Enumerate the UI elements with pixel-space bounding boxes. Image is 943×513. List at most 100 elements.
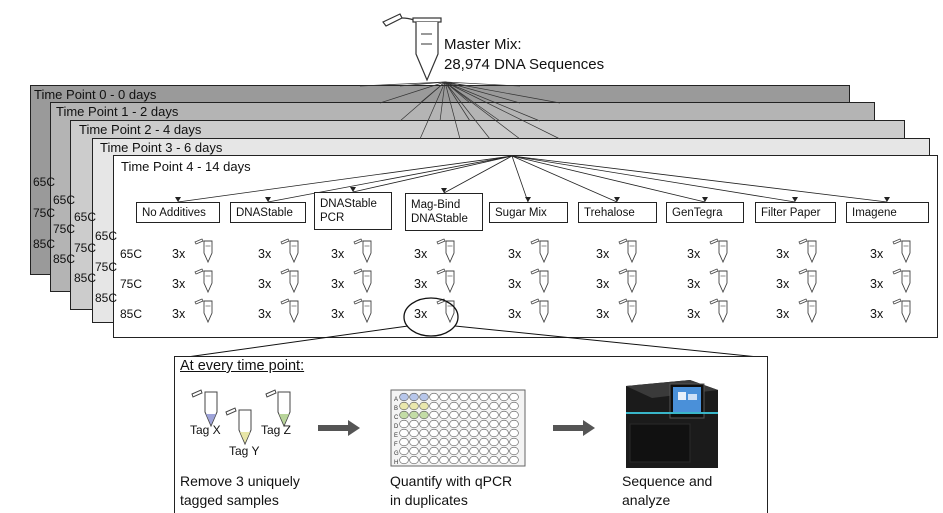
temp-label-65: 65C: [120, 247, 143, 261]
temp-label-85: 85C: [120, 307, 143, 321]
tag-z-label: Tag Z: [261, 423, 292, 437]
plate-row-label: D: [394, 424, 399, 430]
sample-tube-icon: [709, 298, 728, 324]
master-mix-subtitle: 28,974 DNA Sequences: [444, 56, 605, 73]
time-point-2-label: Time Point 2 - 4 days: [79, 122, 202, 137]
sample-tube-icon: [892, 238, 911, 264]
replicate-count-2-7: 3x: [776, 307, 790, 321]
replicate-count-1-2: 3x: [331, 277, 345, 291]
sample-tube-icon: [194, 268, 213, 294]
tagged-tubes-icon: [191, 389, 291, 446]
replicate-count-2-3: 3x: [414, 307, 428, 321]
sample-tube-icon: [436, 238, 455, 264]
replicate-count-0-5: 3x: [596, 247, 610, 261]
tag-y-label: Tag Y: [229, 444, 260, 458]
tp0-temp-85: 85C: [33, 237, 56, 251]
plate-row-label: E: [394, 433, 398, 439]
tp1-temp-65: 65C: [53, 193, 76, 207]
sample-tube-icon: [353, 298, 372, 324]
replicate-count-2-6: 3x: [687, 307, 701, 321]
sample-tube-icon: [280, 298, 299, 324]
replicate-count-0-3: 3x: [414, 247, 428, 261]
replicate-count-2-4: 3x: [508, 307, 522, 321]
sample-tube-icon: [530, 298, 549, 324]
time-point-4-label: Time Point 4 - 14 days: [121, 159, 251, 174]
tp2-temp-65: 65C: [74, 210, 97, 224]
time-point-3-label: Time Point 3 - 6 days: [100, 140, 223, 155]
condition-mag-bind-dnastable: Mag-Bind DNAStable: [405, 193, 483, 231]
replicate-count-2-2: 3x: [331, 307, 345, 321]
sample-tube-icon: [194, 298, 213, 324]
replicate-count-1-6: 3x: [687, 277, 701, 291]
condition-filter-paper: Filter Paper: [755, 202, 836, 223]
sample-tube-icon: [353, 238, 372, 264]
sample-tube-icon: [436, 268, 455, 294]
sample-tube-icon: [618, 298, 637, 324]
step3-line1: Sequence and: [622, 473, 713, 489]
sample-tube-icon: [798, 238, 817, 264]
plate-row-label: H: [394, 460, 398, 466]
temp-label-75: 75C: [120, 277, 143, 291]
sample-tube-icon: [892, 298, 911, 324]
procedure-heading: At every time point:: [180, 358, 305, 374]
tp0-temp-65: 65C: [33, 175, 56, 189]
tp3-temp-75: 75C: [95, 260, 118, 274]
step1-line1: Remove 3 uniquely: [180, 473, 300, 489]
step2-line2: in duplicates: [390, 492, 468, 508]
replicate-count-2-8: 3x: [870, 307, 884, 321]
time-point-1-label: Time Point 1 - 2 days: [56, 104, 179, 119]
condition-gentegra: GenTegra: [666, 202, 744, 223]
replicate-count-2-0: 3x: [172, 307, 186, 321]
sample-tube-icon: [280, 268, 299, 294]
plate-row-label: G: [394, 451, 399, 457]
sample-tube-icon: [618, 268, 637, 294]
replicate-count-1-4: 3x: [508, 277, 522, 291]
condition-sugar-mix: Sugar Mix: [489, 202, 568, 223]
condition-dnastable: DNAStable: [230, 202, 306, 223]
tp3-temp-65: 65C: [95, 229, 118, 243]
tp3-temp-85: 85C: [95, 291, 118, 305]
replicate-count-0-4: 3x: [508, 247, 522, 261]
sample-tube-icon: [353, 268, 372, 294]
tp1-temp-75: 75C: [53, 222, 76, 236]
replicate-count-0-1: 3x: [258, 247, 272, 261]
tp0-temp-75: 75C: [33, 206, 56, 220]
sample-tube-icon: [280, 238, 299, 264]
condition-trehalose: Trehalose: [578, 202, 657, 223]
sample-tube-icon: [798, 268, 817, 294]
plate-row-label: C: [394, 415, 399, 421]
replicate-count-1-3: 3x: [414, 277, 428, 291]
plate-row-label: A: [394, 397, 398, 403]
replicate-count-2-1: 3x: [258, 307, 272, 321]
sample-tube-icon: [530, 238, 549, 264]
sample-tube-icon: [530, 268, 549, 294]
replicate-count-0-7: 3x: [776, 247, 790, 261]
replicate-count-0-2: 3x: [331, 247, 345, 261]
arrow-icon: [553, 420, 595, 436]
time-point-0-label: Time Point 0 - 0 days: [34, 87, 157, 102]
sample-tube-icon: [892, 268, 911, 294]
replicate-count-1-1: 3x: [258, 277, 272, 291]
plate-row-label: B: [394, 406, 398, 412]
replicate-count-1-8: 3x: [870, 277, 884, 291]
sample-tube-icon: [709, 238, 728, 264]
replicate-count-0-8: 3x: [870, 247, 884, 261]
sequencer-icon: [626, 380, 718, 468]
replicate-count-2-5: 3x: [596, 307, 610, 321]
arrow-icon: [318, 420, 360, 436]
master-mix-tube-icon: [382, 13, 442, 82]
master-mix-title: Master Mix:: [444, 36, 522, 53]
replicate-count-1-5: 3x: [596, 277, 610, 291]
tp2-temp-75: 75C: [74, 241, 97, 255]
sample-tube-icon: [709, 268, 728, 294]
step2-line1: Quantify with qPCR: [390, 473, 513, 489]
replicate-count-1-7: 3x: [776, 277, 790, 291]
sample-tube-icon: [798, 298, 817, 324]
tag-x-label: Tag X: [190, 423, 221, 437]
tp2-temp-85: 85C: [74, 271, 97, 285]
replicate-count-0-0: 3x: [172, 247, 186, 261]
step1-line2: tagged samples: [180, 492, 279, 508]
time-point-4-panel: [113, 155, 938, 338]
